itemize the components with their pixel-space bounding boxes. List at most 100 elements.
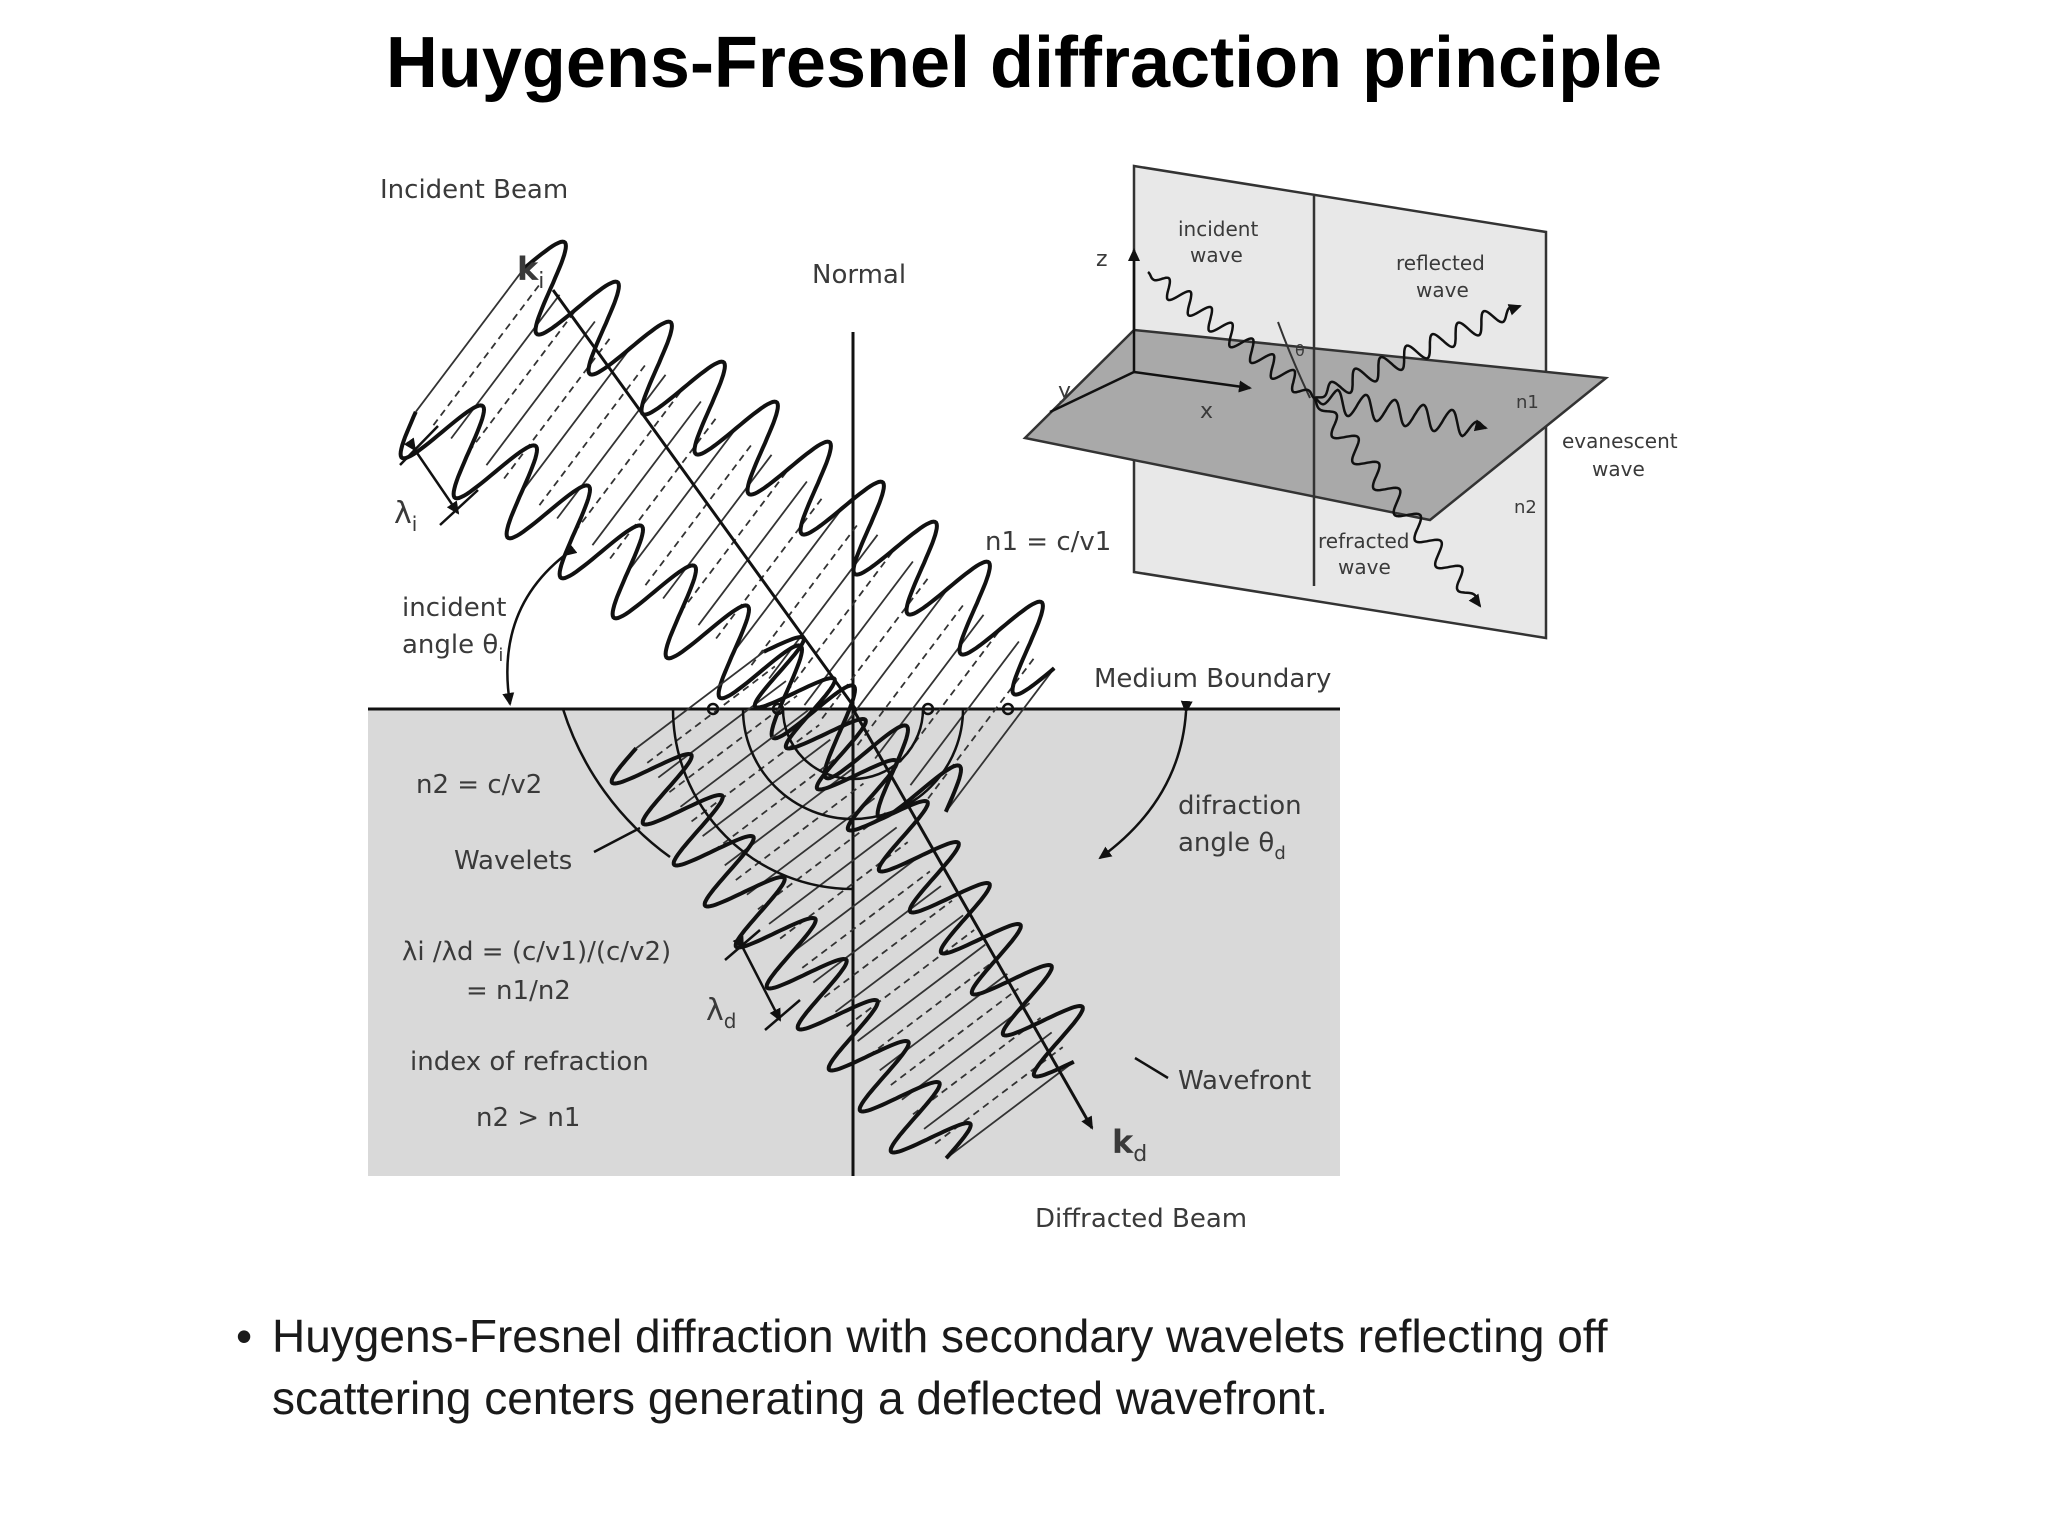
inset-incident-label-1: incident [1178, 217, 1258, 241]
k-i-vector [551, 289, 859, 712]
incident-wavefront-line [856, 600, 967, 746]
diffracted-wavefront-line [834, 914, 964, 1013]
incident-wavefront-line [874, 614, 985, 760]
lambda-i-letter: λ [394, 496, 412, 531]
inset-evanescent-wave [1313, 388, 1488, 438]
diffracted-wavefront-line [823, 899, 953, 998]
inset-refracted-label-1: refracted [1318, 529, 1409, 553]
diffraction-angle-text: angle θ [1178, 828, 1274, 858]
diffracted-beam-label: Diffracted Beam [1035, 1204, 1247, 1234]
incident-wavefront-line [821, 574, 932, 720]
incident-wavefront-line [662, 454, 773, 600]
wavefront-pointer [1134, 1056, 1169, 1080]
incident-wavefront-line [768, 534, 879, 680]
diffracted-wavefront-line [746, 797, 876, 896]
incident-wavefront-line [521, 347, 631, 493]
wavelets-pointer [593, 826, 641, 854]
incident-wavefront-line [627, 427, 737, 573]
n2-gt-n1-label: n2 > n1 [476, 1103, 580, 1133]
n2-equation: n2 = c/v2 [416, 770, 542, 800]
inset-reflected-wave [1313, 304, 1522, 400]
diffracted-wavefront-line [702, 738, 831, 837]
incident-wavefront-line [485, 320, 596, 466]
diffracted-wavefront-line [801, 870, 931, 969]
slide-title: Huygens-Fresnel diffraction principle [385, 23, 1663, 103]
diffracted-wavefront-line [890, 987, 1019, 1086]
incident-wavefront-line [750, 520, 861, 666]
incident-wavefront-line [909, 640, 1020, 786]
inset-diagram: z y x θ incident wave reflected wave n1 … [1022, 164, 1678, 640]
lambda-d-marker [724, 929, 801, 1031]
incident-wavefront-line [927, 654, 1038, 800]
inset-z-label: z [1096, 247, 1108, 272]
diffracted-wavefront-line [646, 665, 776, 764]
incident-angle-label-1: incident [402, 593, 506, 623]
lambda-i-marker [399, 425, 479, 526]
ratio-line-2: = n1/n2 [466, 976, 571, 1006]
lambda-d-label: λd [706, 993, 736, 1033]
lambda-i-label: λi [394, 496, 417, 536]
incident-beam-label: Incident Beam [380, 175, 568, 205]
incident-wavefront-line [609, 414, 720, 560]
diffracted-beam-wave [609, 634, 1085, 1160]
inset-waves [1147, 271, 1522, 608]
diffracted-wavefront-line [812, 885, 942, 984]
k-i-letter: k [517, 250, 539, 288]
incident-wavefront-line [574, 387, 684, 533]
diffracted-wavefront-line [912, 1017, 1042, 1116]
inset-refracted-label-2: wave [1338, 555, 1391, 579]
wavelet-arcs [561, 702, 1015, 891]
k-i-subscript: i [538, 269, 544, 294]
bullet-list: • Huygens-Fresnel diffraction with secon… [230, 1305, 1790, 1429]
lambda-d-letter: λ [706, 993, 724, 1028]
diffracted-wavefront-line [923, 1031, 1053, 1130]
k-d-vector [851, 708, 1094, 1130]
incident-wavefront-line [432, 280, 543, 426]
normal-label: Normal [812, 260, 906, 290]
incident-wavefront-line [556, 374, 667, 520]
bullet-dot: • [236, 1310, 253, 1362]
diffraction-angle-label-2: angle θd [1178, 828, 1286, 864]
inset-incident-label-2: wave [1190, 243, 1243, 267]
diffracted-wavefront-line [691, 724, 820, 823]
diffracted-wavefront-line [945, 1061, 1075, 1159]
medium-boundary-label: Medium Boundary [1094, 664, 1331, 694]
k-d-subscript: d [1133, 1142, 1147, 1167]
incident-wavefront-line [450, 294, 561, 440]
diffraction-angle-label-1: difraction [1178, 791, 1302, 821]
diffraction-angle-subscript: d [1274, 843, 1285, 864]
incident-wave-envelope [522, 239, 1056, 697]
inset-y-label: y [1058, 379, 1071, 404]
inset-reflected-label-1: reflected [1396, 251, 1485, 275]
diffracted-wavefront-line [679, 709, 809, 808]
wavefront-label: Wavefront [1178, 1066, 1311, 1096]
incident-wavefront-line [786, 547, 896, 693]
inset-reflected-label-2: wave [1416, 278, 1469, 302]
diffraction-angle-arc [1098, 700, 1193, 860]
incident-angle-subscript: i [498, 645, 503, 666]
wavelets-label: Wavelets [454, 846, 572, 876]
k-d-letter: k [1112, 1123, 1134, 1161]
incident-wavefront-line [468, 307, 578, 453]
incident-wavefront-line [839, 587, 949, 733]
inset-refracted-wave [1312, 397, 1482, 608]
incident-wavefront-line [591, 400, 702, 546]
inset-n2-label: n2 [1514, 497, 1537, 518]
incident-wavefront-line [945, 667, 1055, 813]
diffracted-wavefront-line [846, 929, 975, 1028]
diffracted-wavefront-line [901, 1002, 1031, 1101]
incident-beam-wave [398, 239, 1056, 821]
inset-incident-wave [1147, 271, 1315, 399]
diffracted-wavefront-line [790, 856, 920, 954]
incident-angle-text: angle θ [402, 630, 498, 660]
ratio-line-1: λi /λd = (c/v1)/(c/v2) [402, 937, 671, 967]
index-of-refraction-label: index of refraction [410, 1047, 649, 1077]
diffracted-wavefront-line [857, 943, 986, 1042]
inset-y-axis [1049, 370, 1135, 414]
incident-wavefront-line [803, 560, 914, 706]
diffracted-wave-envelope [609, 746, 973, 1160]
lambda-d-subscript: d [724, 1009, 737, 1033]
bullet-text: Huygens-Fresnel diffraction with seconda… [272, 1310, 1608, 1424]
incident-wavefront-line [415, 267, 525, 413]
